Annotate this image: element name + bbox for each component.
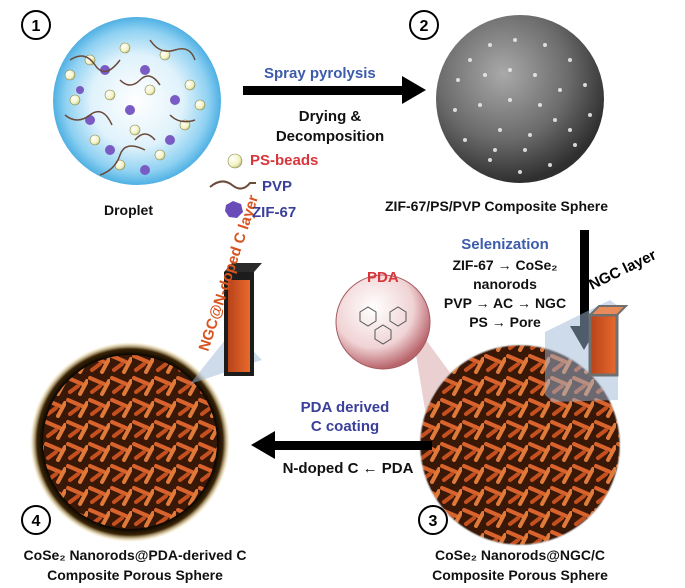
zif67-particle-icon: [225, 201, 243, 218]
arrow-3-to-4: [251, 431, 432, 459]
ngc-ndoped-rod-icon: [224, 263, 262, 376]
legend-ps-beads: PS-beads: [250, 152, 319, 169]
pda-coating-title-2: C coating: [310, 418, 380, 435]
pda-coating-title-1: PDA derived: [300, 399, 390, 416]
step3-caption-line1: CoSe₂ Nanorods@NGC/C: [435, 547, 605, 563]
step-number-2: 2: [409, 10, 439, 40]
composite-sphere-caption: ZIF-67/PS/PVP Composite Sphere: [385, 198, 609, 214]
pda-molecule-sphere: [335, 274, 431, 370]
spray-pyrolysis-label: Spray pyrolysis: [264, 65, 376, 82]
composite-sphere: [436, 15, 604, 183]
droplet-sphere: [53, 17, 221, 185]
selenization-line4: PS → Pore: [469, 314, 541, 330]
selenization-line2: nanorods: [473, 276, 537, 292]
ngc-layer-label: NGC layer: [586, 246, 659, 293]
step3-caption-line2: Composite Porous Sphere: [432, 567, 608, 583]
selenization-line3: PVP → AC → NGC: [443, 295, 567, 311]
drying-label: Drying &: [298, 108, 362, 125]
arrow-1-to-2: [243, 76, 426, 104]
pda-label: PDA: [367, 269, 399, 286]
selenization-title: Selenization: [461, 236, 549, 253]
step-number-3: 3: [418, 505, 448, 535]
selenization-line1: ZIF-67 → CoSe₂: [452, 257, 558, 273]
svg-text:3: 3: [429, 513, 438, 530]
pvp-chain-icon: [209, 180, 256, 190]
decomposition-label: Decomposition: [275, 128, 385, 145]
ngc-rod-icon: [545, 300, 629, 402]
ndoped-c-label: N-doped C ← PDA: [282, 460, 414, 477]
step-number-1: 1: [21, 10, 51, 40]
droplet-caption: Droplet: [104, 202, 153, 218]
svg-text:2: 2: [420, 18, 429, 35]
step4-caption-line2: Composite Porous Sphere: [47, 567, 223, 583]
legend-pvp: PVP: [262, 178, 293, 195]
legend-zif67: ZIF-67: [252, 204, 297, 221]
svg-text:1: 1: [32, 18, 41, 35]
svg-text:4: 4: [32, 513, 41, 530]
step4-caption-line1: CoSe₂ Nanorods@PDA-derived C: [23, 547, 247, 563]
step-number-4: 4: [21, 505, 51, 535]
ps-bead-icon: [227, 153, 243, 169]
